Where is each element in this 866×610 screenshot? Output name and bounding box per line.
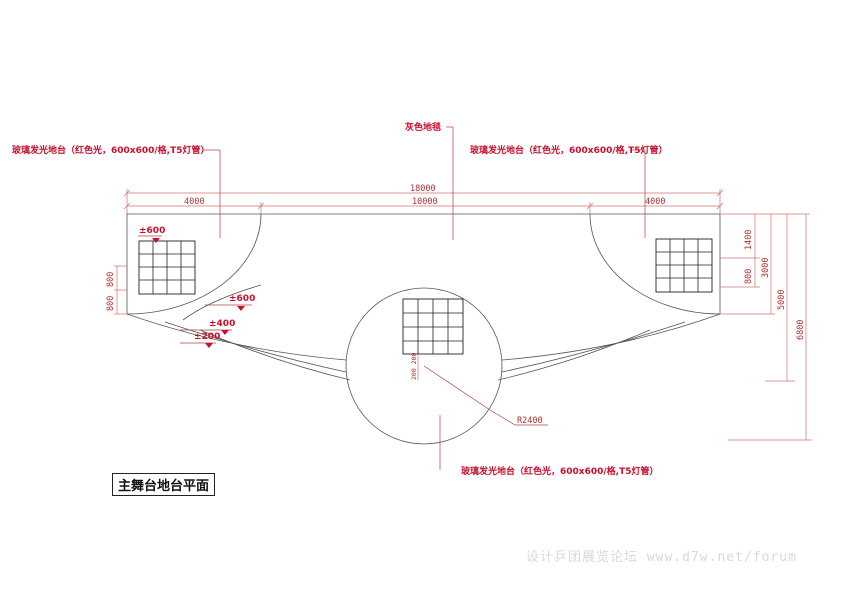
label-left-platform: 玻璃发光地台（红色光，600x600/格,T5灯管） xyxy=(12,144,210,156)
dim-left-800-top: 800 xyxy=(106,272,116,287)
dim-left-800-bottom: 800 xyxy=(106,296,116,311)
dim-overall: 18000 xyxy=(410,184,436,194)
dim-middle-width: 10000 xyxy=(412,197,438,207)
right-dimension-lines xyxy=(720,213,812,441)
left-glow-grid xyxy=(138,240,196,295)
dim-right-3000: 3000 xyxy=(761,258,771,278)
label-carpet: 灰色地毯 xyxy=(405,121,441,133)
label-center-platform: 玻璃发光地台（红色光，600x600/格,T5灯管） xyxy=(461,465,659,477)
elevation-label-4: ±200 xyxy=(194,332,220,342)
label-radius: R2400 xyxy=(517,416,543,426)
dim-right-width: 4000 xyxy=(645,197,665,207)
label-right-platform: 玻璃发光地台（红色光，600x600/格,T5灯管） xyxy=(470,144,668,156)
dim-right-1400: 1400 xyxy=(744,230,754,250)
drawing-title: 主舞台地台平面 xyxy=(112,473,216,496)
dim-right-800: 800 xyxy=(744,269,754,284)
annotation-leaders xyxy=(138,126,646,470)
elevation-label-3: ±400 xyxy=(209,319,235,329)
dim-right-5000: 5000 xyxy=(777,290,787,310)
right-glow-grid xyxy=(655,238,713,293)
left-dimension-lines xyxy=(114,265,127,315)
top-dimension-lines xyxy=(123,189,724,214)
dim-left-width: 4000 xyxy=(184,197,204,207)
dim-center-small: 200 200 xyxy=(410,353,418,380)
elevation-label-2: ±600 xyxy=(229,294,255,304)
dim-right-6800: 6800 xyxy=(796,320,806,340)
elevation-markers xyxy=(152,238,245,348)
elevation-label-1: ±600 xyxy=(139,226,165,236)
center-glow-grid xyxy=(402,298,464,355)
watermark-text: 设计乒团展览论坛 www.d7w.net/forum xyxy=(526,550,797,565)
stage-outline xyxy=(126,213,721,445)
